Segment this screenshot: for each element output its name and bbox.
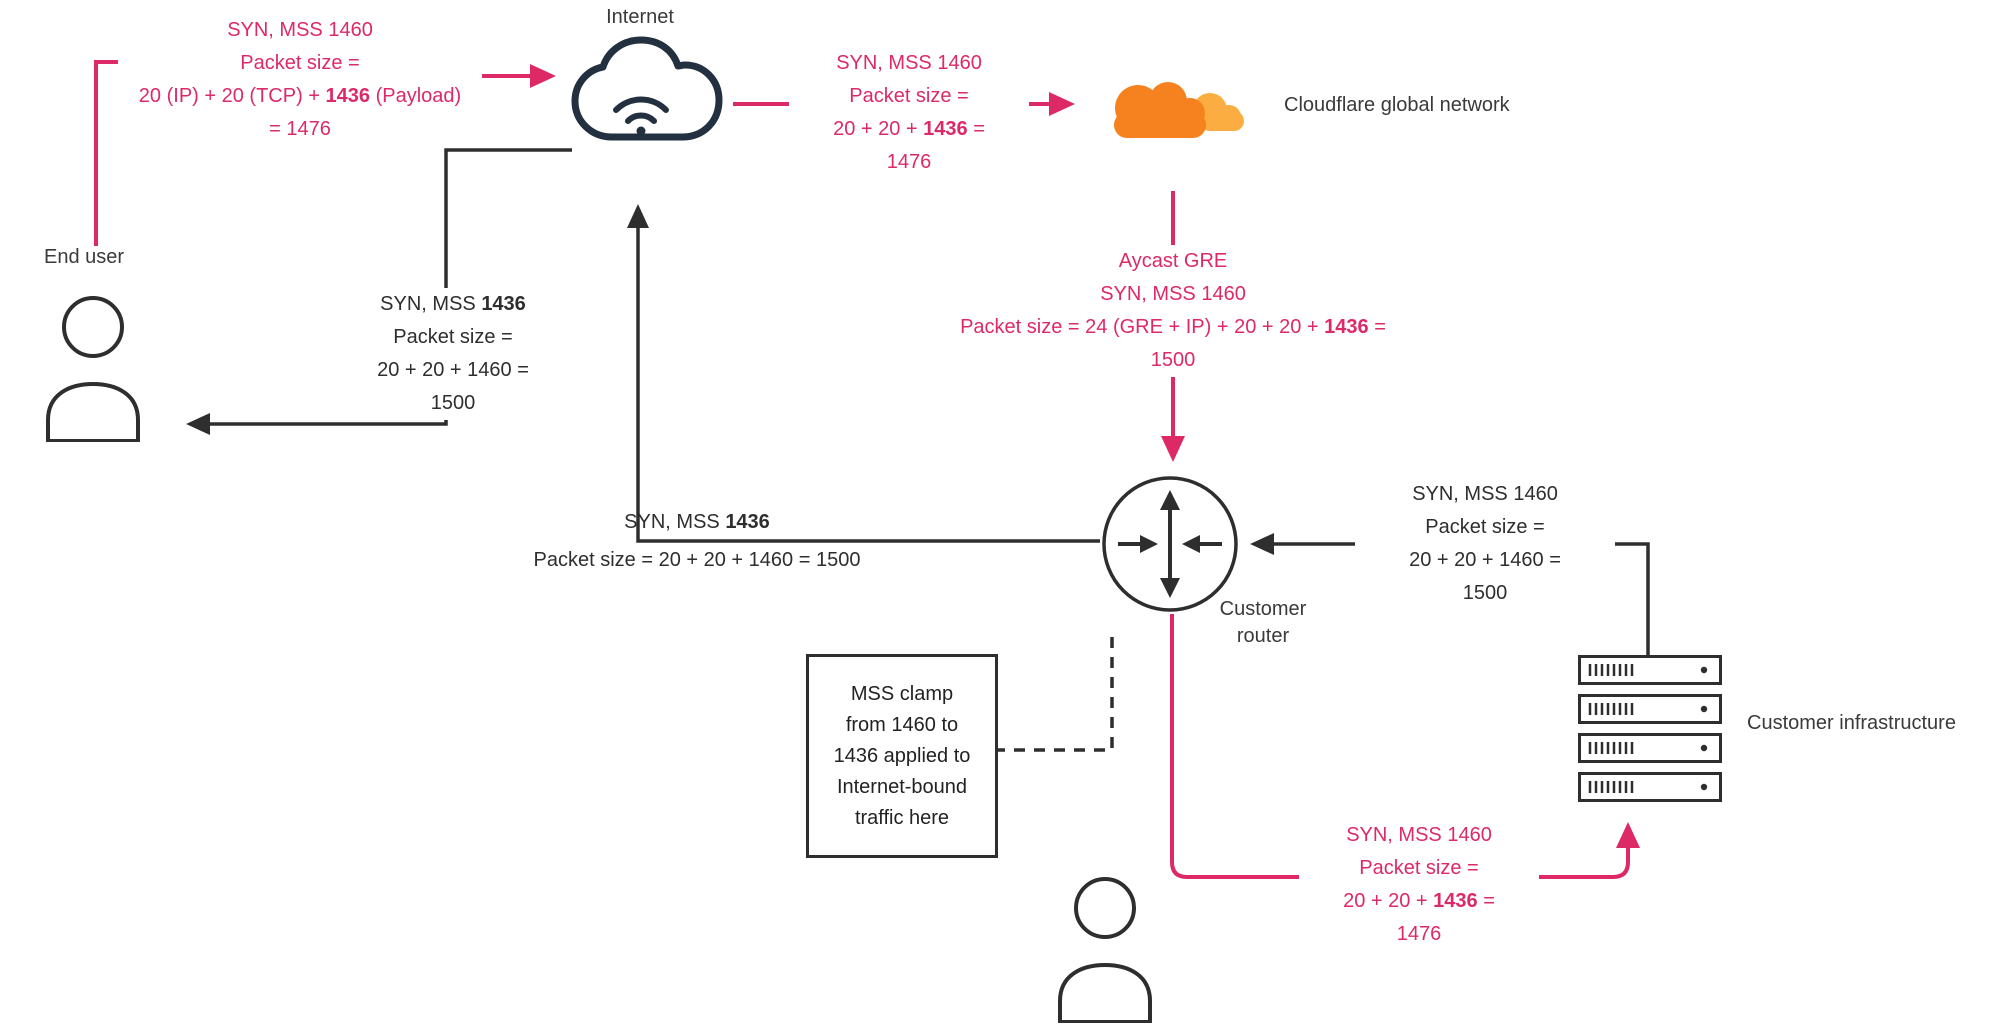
end-user-label: End user (44, 246, 125, 268)
customer-router-label: Customer router (1219, 598, 1307, 647)
server-row (1578, 655, 1722, 685)
flow-arrow-router-to-internet (627, 204, 1100, 543)
end-user-person-icon (38, 292, 148, 443)
cloudflare-label: Cloudflare global network (1284, 94, 1510, 116)
internet-cloud-icon (558, 34, 724, 160)
server-row (1578, 772, 1722, 802)
customer-infrastructure-label: Customer infrastructure (1747, 712, 1956, 734)
server-stack-icon (1578, 655, 1723, 803)
customer-router-icon (1100, 474, 1240, 614)
internet-label: Internet (606, 6, 674, 28)
flow-arrow-user-to-internet (94, 60, 556, 246)
mss-clamp-dashed-connector (994, 637, 1114, 752)
flow-arrow-internet-to-user (186, 148, 572, 435)
cloudflare-logo-icon (1088, 66, 1260, 152)
server-row (1578, 694, 1722, 724)
server-row (1578, 733, 1722, 763)
origin-user-person-icon (1040, 873, 1170, 1024)
